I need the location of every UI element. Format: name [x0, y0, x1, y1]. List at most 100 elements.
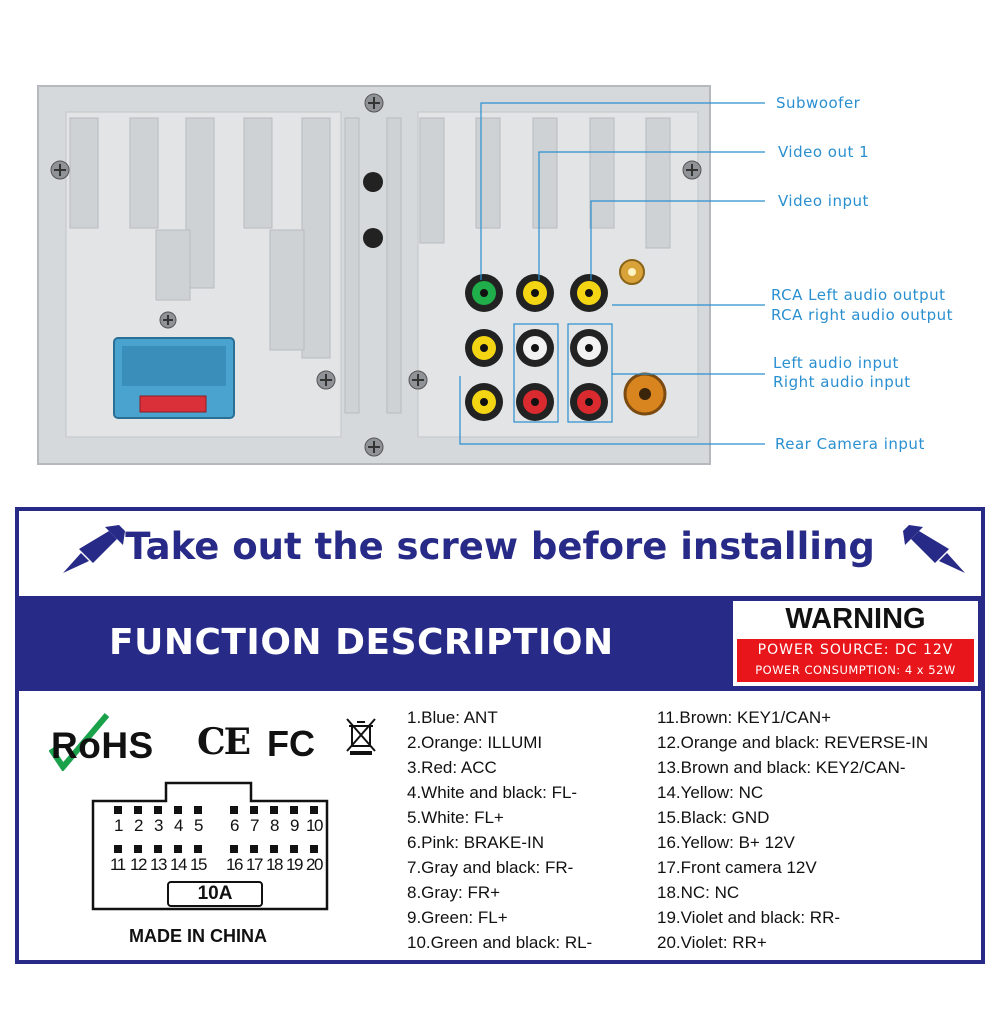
pin-entry: 11.Brown: KEY1/CAN+ — [657, 708, 832, 727]
pin-entry: 6.Pink: BRAKE-IN — [407, 833, 544, 852]
connector-pin-number: 10 — [306, 816, 323, 835]
connector-pin-dot — [154, 806, 162, 814]
connector-pin-number: 12 — [130, 855, 147, 874]
connector-pin-dot — [194, 806, 202, 814]
label-header: Take out the screw before installing — [19, 511, 981, 596]
callout-video-out-1: Video out 1 — [778, 143, 870, 161]
connector-pin-dot — [230, 806, 238, 814]
connector-pin-number: 6 — [230, 816, 240, 835]
connector-pin-number: 14 — [170, 855, 187, 874]
warning-box: WARNING POWER SOURCE: DC 12V POWER CONSU… — [733, 601, 978, 686]
connector-pin-number: 16 — [226, 855, 243, 874]
pin-entry: 7.Gray and black: FR- — [407, 858, 574, 877]
connector-pin-dot — [250, 845, 258, 853]
connector-pin-number: 13 — [150, 855, 167, 874]
pin-entry: 16.Yellow: B+ 12V — [657, 833, 795, 852]
connector-pin-number: 7 — [250, 816, 260, 835]
pin-entry: 2.Orange: ILLUMI — [407, 733, 543, 752]
warning-power-panel: POWER SOURCE: DC 12V POWER CONSUMPTION: … — [737, 639, 974, 682]
pin-entry: 14.Yellow: NC — [657, 783, 764, 802]
connector-pin-dot — [194, 845, 202, 853]
pin-entry: 5.White: FL+ — [407, 808, 504, 827]
connector-pin-dot — [310, 845, 318, 853]
header-title: Take out the screw before installing — [125, 525, 875, 568]
pin-list-right: 11.Brown: KEY1/CAN+ 12.Orange and black:… — [657, 705, 928, 955]
screw-icon — [903, 525, 965, 573]
connector-pin-number: 20 — [306, 855, 323, 874]
power-consumption: POWER CONSUMPTION: 4 x 52W — [755, 663, 956, 677]
function-band: FUNCTION DESCRIPTION WARNING POWER SOURC… — [19, 596, 981, 691]
connector-pin-dot — [114, 845, 122, 853]
pin-entry: 9.Green: FL+ — [407, 908, 508, 927]
pin-entry: 17.Front camera 12V — [657, 858, 817, 877]
rohs-mark: RoHS — [51, 725, 154, 766]
pin-entry: 20.Violet: RR+ — [657, 933, 767, 952]
connector-pin-number: 18 — [266, 855, 283, 874]
callout-rca-right-out: RCA right audio output — [771, 306, 953, 324]
connector-pin-number: 5 — [194, 816, 204, 835]
callout-right-audio-in: Right audio input — [773, 373, 911, 391]
connector-pin-dot — [134, 845, 142, 853]
pin-entry: 12.Orange and black: REVERSE-IN — [657, 733, 929, 752]
connector-pin-number: 2 — [134, 816, 144, 835]
fc-mark: FC — [267, 723, 315, 764]
power-source: POWER SOURCE: DC 12V — [757, 642, 954, 658]
back-panel-diagram — [37, 85, 765, 465]
connector-pin-dot — [230, 845, 238, 853]
pin-entry: 19.Violet and black: RR- — [657, 908, 841, 927]
connector-pin-dot — [250, 806, 258, 814]
connector-pin-dot — [114, 806, 122, 814]
connector-pin-number: 19 — [286, 855, 303, 874]
connector-pin-dot — [154, 845, 162, 853]
pin-entry: 8.Gray: FR+ — [407, 883, 501, 902]
rca-jacks — [465, 274, 608, 421]
callout-lines — [459, 102, 765, 445]
pin-entry: 13.Brown and black: KEY2/CAN- — [657, 758, 906, 777]
connector-pin-number: 15 — [190, 855, 207, 874]
pin-entry: 10.Green and black: RL- — [407, 933, 593, 952]
pin-entry: 18.NC: NC — [657, 883, 740, 902]
ce-mark: CE — [197, 721, 251, 763]
connector-pin-dot — [174, 845, 182, 853]
callout-left-audio-in: Left audio input — [773, 354, 899, 372]
fuse-rating: 10A — [167, 881, 263, 907]
antenna-connector — [623, 372, 667, 416]
callout-video-input: Video input — [778, 192, 869, 210]
pin-entry: 3.Red: ACC — [407, 758, 497, 777]
connector-pin-number: 9 — [290, 816, 300, 835]
connector-pin-dot — [310, 806, 318, 814]
pin-entry: 15.Black: GND — [657, 808, 770, 827]
screw-icon — [63, 525, 125, 573]
mount-hole-lower — [363, 228, 383, 248]
connector-pin-number: 4 — [174, 816, 184, 835]
callout-rca-left-out: RCA Left audio output — [771, 286, 946, 304]
connector-pin-number: 3 — [154, 816, 164, 835]
band-title: FUNCTION DESCRIPTION — [109, 622, 614, 663]
connector-pin-dot — [290, 806, 298, 814]
connector-pin-dot — [270, 806, 278, 814]
connector-pin-number: 1 — [114, 816, 124, 835]
callout-subwoofer: Subwoofer — [776, 94, 861, 112]
connector-pin-number: 17 — [246, 855, 263, 874]
gps-connector — [619, 259, 645, 285]
connector-pin-dot — [174, 806, 182, 814]
pin-entry: 4.White and black: FL- — [407, 783, 578, 802]
heatsink-fins-left — [69, 117, 331, 359]
connector-pin-number: 11 — [110, 855, 126, 874]
connector-pin-dot — [134, 806, 142, 814]
callout-rear-camera: Rear Camera input — [775, 435, 925, 453]
screw-icon — [50, 93, 702, 457]
connector-outline — [91, 781, 329, 911]
warning-title: WARNING — [785, 603, 926, 635]
made-in-china: MADE IN CHINA — [129, 926, 267, 946]
heatsink-fins-right — [419, 117, 671, 249]
connector-pin-dot — [270, 845, 278, 853]
function-label-card: Take out the screw before installing FUN… — [15, 507, 985, 964]
harness-connector — [113, 337, 235, 419]
weee-bin-icon — [346, 718, 376, 755]
pin-entry: 1.Blue: ANT — [407, 708, 498, 727]
connector-pin-dot — [290, 845, 298, 853]
rohs-check-icon — [49, 713, 109, 771]
pin-list-left: 1.Blue: ANT 2.Orange: ILLUMI 3.Red: ACC … — [407, 705, 592, 955]
